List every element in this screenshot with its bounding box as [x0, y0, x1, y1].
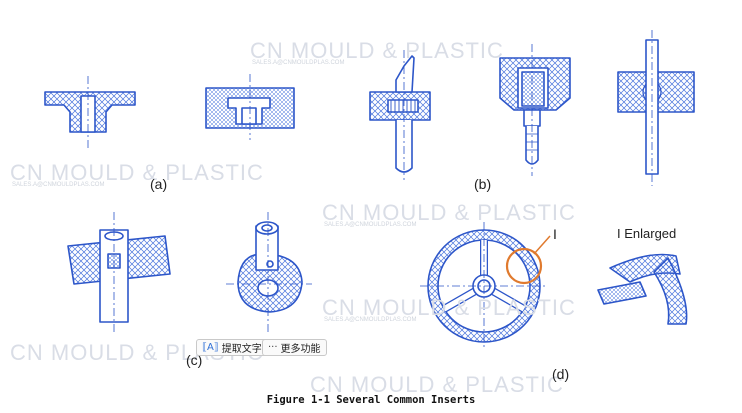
- detail-highlight-circle: [505, 247, 543, 285]
- watermark-email: SALES.A@CNMOULDPLAS.COM: [252, 60, 345, 66]
- insert-d-handwheel: [420, 222, 548, 350]
- insert-b2: [499, 44, 571, 176]
- insert-d-enlarged: [597, 253, 688, 325]
- insert-b1: [369, 50, 431, 180]
- label-d: (d): [552, 366, 570, 382]
- watermark-email: SALES.A@CNMOULDPLAS.COM: [324, 222, 417, 228]
- more-features-label: 更多功能: [280, 344, 321, 355]
- label-enlarged: I Enlarged: [617, 226, 677, 241]
- watermark: CN MOULD & PLASTIC: [310, 372, 564, 397]
- insert-c2: [226, 212, 312, 332]
- insert-c1: [67, 212, 171, 332]
- detail-leader-line: [533, 235, 551, 255]
- label-b: (b): [474, 176, 492, 192]
- watermark: CN MOULD & PLASTIC: [322, 200, 576, 225]
- watermark: CN MOULD & PLASTIC: [322, 295, 576, 320]
- ellipsis-icon: ···: [268, 342, 278, 353]
- label-detail-marker: I: [553, 226, 557, 242]
- figure-caption: Figure 1-1 Several Common Inserts: [266, 394, 476, 406]
- watermark: CN MOULD & PLASTIC: [250, 38, 504, 63]
- extract-text-button[interactable]: ⟦A⟧ 提取文字: [196, 339, 268, 356]
- extract-text-label: 提取文字: [221, 344, 262, 355]
- watermark-email: SALES.A@CNMOULDPLAS.COM: [12, 182, 105, 188]
- more-features-button[interactable]: ··· 更多功能: [262, 339, 327, 356]
- watermark: CN MOULD & PLASTIC: [10, 160, 264, 185]
- insert-a1: [44, 76, 136, 148]
- label-a: (a): [150, 176, 168, 192]
- insert-a2: [205, 74, 295, 140]
- label-c: (c): [186, 352, 203, 368]
- insert-b3: [617, 30, 695, 186]
- text-recognition-icon: ⟦A⟧: [202, 342, 219, 353]
- watermark-email: SALES.A@CNMOULDPLAS.COM: [324, 317, 417, 323]
